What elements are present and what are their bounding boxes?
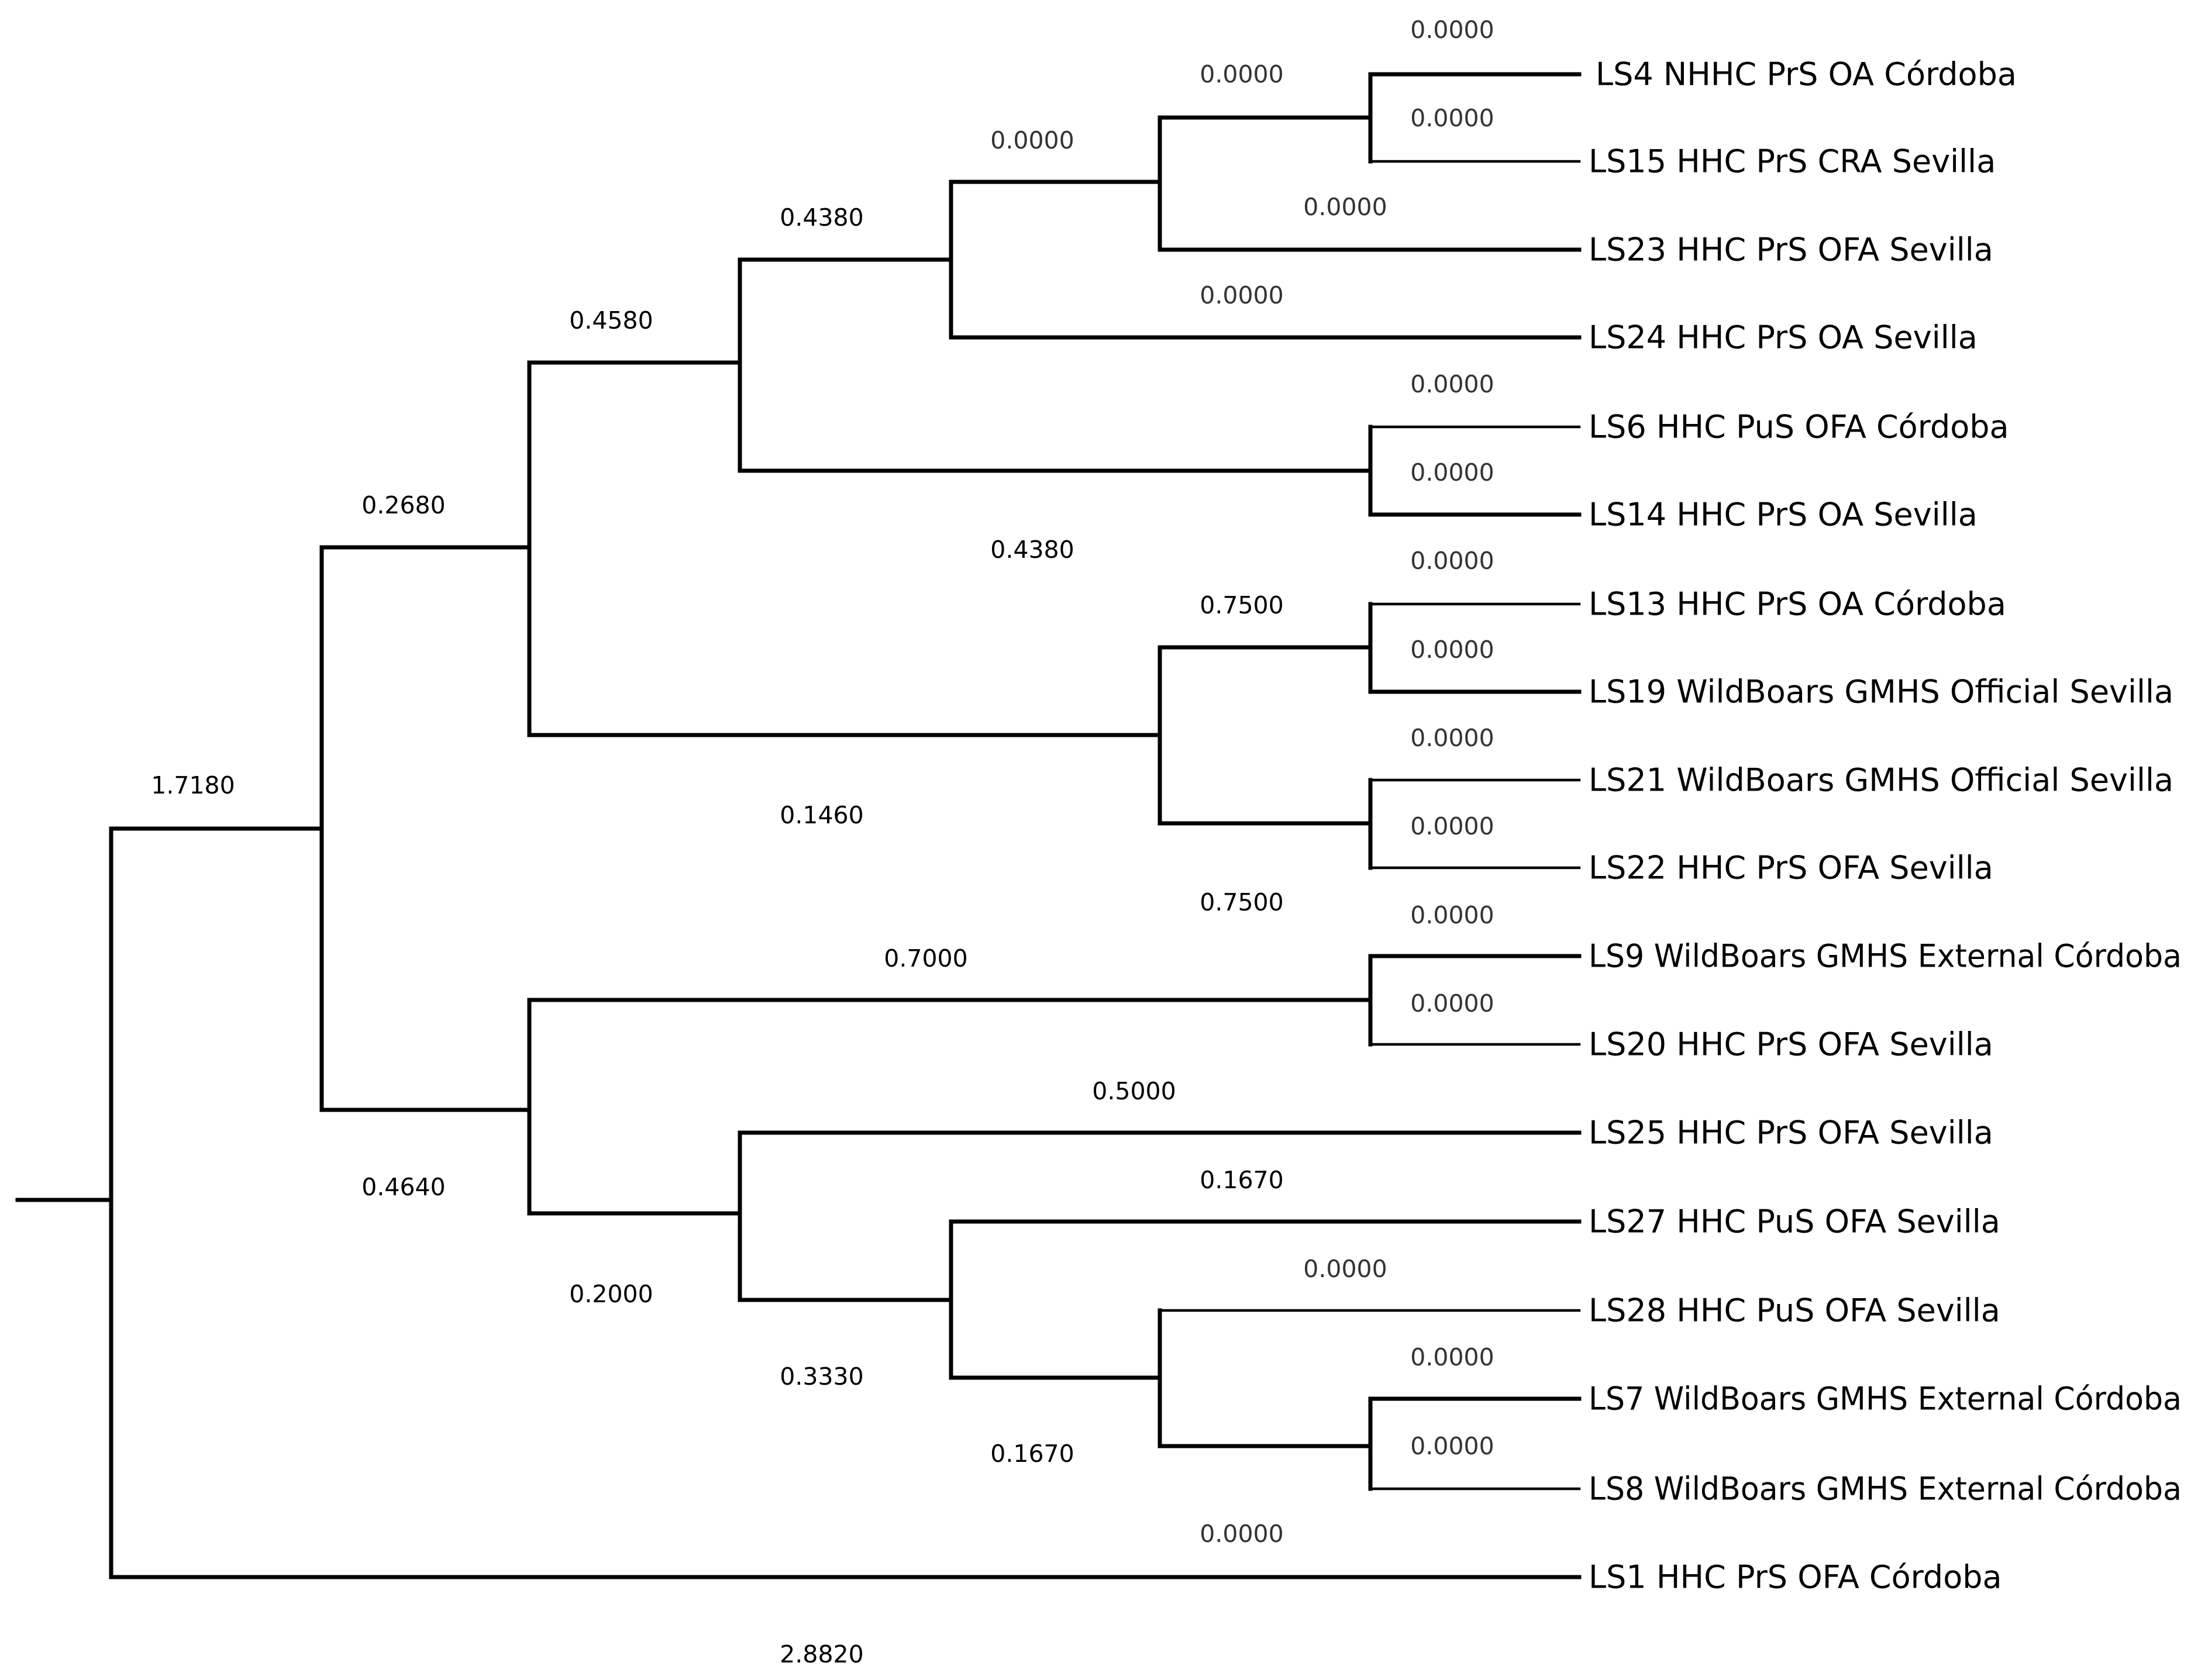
- branch-length-label: 0.2680: [361, 491, 445, 519]
- branch-length-label: 0.5000: [1092, 1077, 1176, 1105]
- branch-length-label: 0.0000: [1410, 636, 1494, 664]
- leaf-labels: LS4 NHHC PrS OA Córdoba LS15 HHC PrS CRA…: [1589, 56, 2182, 1596]
- leaf-label: LS25 HHC PrS OFA Sevilla: [1589, 1115, 1993, 1151]
- branch-length-label: 0.3330: [780, 1362, 863, 1391]
- leaf-label: LS19 WildBoars GMHS Official Sevilla: [1589, 674, 2173, 710]
- branch-length-label: 0.1670: [1200, 1166, 1283, 1194]
- leaf-label: LS13 HHC PrS OA Córdoba: [1589, 586, 2006, 623]
- branch-length-label: 0.0000: [1410, 989, 1494, 1017]
- branch-length-label: 1.7180: [151, 771, 235, 799]
- branch-length-label: 0.1670: [990, 1440, 1074, 1468]
- branch-length-label: 0.0000: [1303, 193, 1387, 221]
- branch-length-label: 0.0000: [1410, 724, 1494, 752]
- branch-length-label: 0.0000: [1410, 1432, 1494, 1460]
- tree-branches: [15, 72, 1582, 1579]
- leaf-label: LS6 HHC PuS OFA Córdoba: [1589, 409, 2009, 446]
- leaf-label: LS4 NHHC PrS OA Córdoba: [1596, 56, 2017, 93]
- branch-length-label: 0.0000: [1410, 812, 1494, 840]
- branch-length-label: 0.0000: [1410, 547, 1494, 575]
- branch-length-label: 0.0000: [1410, 1343, 1494, 1371]
- leaf-label: LS24 HHC PrS OA Sevilla: [1589, 319, 1978, 356]
- branch-length-label: 0.0000: [1200, 281, 1283, 309]
- leaf-label: LS21 WildBoars GMHS Official Sevilla: [1589, 762, 2173, 799]
- branch-length-label: 0.4380: [780, 203, 863, 232]
- leaf-label: LS8 WildBoars GMHS External Córdoba: [1589, 1471, 2182, 1507]
- leaf-label: LS22 HHC PrS OFA Sevilla: [1589, 850, 1993, 886]
- branch-length-label: 0.0000: [1410, 16, 1494, 44]
- branch-length-label: 0.7500: [1200, 888, 1283, 916]
- branch-length-label: 0.7000: [884, 944, 967, 972]
- branch-length-label: 0.0000: [990, 126, 1074, 154]
- branch-length-label: 0.2000: [569, 1280, 653, 1308]
- branch-length-label: 0.0000: [1410, 104, 1494, 132]
- leaf-label: LS20 HHC PrS OFA Sevilla: [1589, 1026, 1993, 1063]
- branch-length-labels: 0.0000 0.0000 0.0000 0.0000 0.0000 0.000…: [151, 16, 1494, 1668]
- branch-length-label: 0.0000: [1200, 1520, 1283, 1548]
- branch-length-label: 0.4640: [361, 1173, 445, 1201]
- branch-length-label: 0.0000: [1410, 458, 1494, 487]
- leaf-label: LS27 HHC PuS OFA Sevilla: [1589, 1203, 2000, 1240]
- leaf-label: LS15 HHC PrS CRA Sevilla: [1589, 143, 1996, 180]
- branch-length-label: 0.4380: [990, 536, 1074, 564]
- leaf-label: LS1 HHC PrS OFA Córdoba: [1589, 1559, 2002, 1596]
- branch-length-label: 2.8820: [780, 1640, 863, 1668]
- leaf-label: LS28 HHC PuS OFA Sevilla: [1589, 1292, 2000, 1329]
- leaf-label: LS23 HHC PrS OFA Sevilla: [1589, 232, 1993, 268]
- leaf-label: LS7 WildBoars GMHS External Córdoba: [1589, 1381, 2182, 1417]
- branch-length-label: 0.4580: [569, 306, 653, 334]
- branch-length-label: 0.0000: [1303, 1255, 1387, 1283]
- leaf-label: LS9 WildBoars GMHS External Córdoba: [1589, 938, 2182, 975]
- branch-length-label: 0.0000: [1410, 901, 1494, 929]
- branch-length-label: 0.1460: [780, 801, 863, 829]
- leaf-label: LS14 HHC PrS OA Sevilla: [1589, 496, 1978, 533]
- branch-length-label: 0.0000: [1200, 60, 1283, 88]
- branch-length-label: 0.7500: [1200, 591, 1283, 619]
- branch-length-label: 0.0000: [1410, 370, 1494, 398]
